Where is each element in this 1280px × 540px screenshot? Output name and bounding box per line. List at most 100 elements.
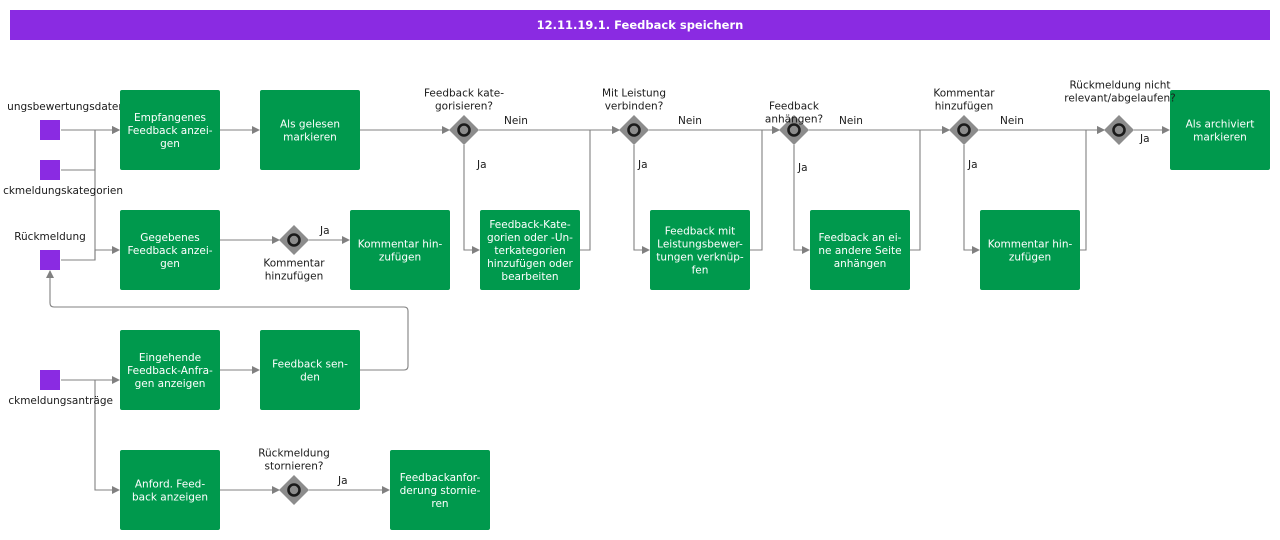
task-label: Feedback sen-den	[272, 359, 348, 384]
label-line: hinzufügen	[935, 101, 994, 113]
label-line: Feedbackanfor-	[400, 472, 481, 484]
label-line: Rückmeldung nicht	[1069, 80, 1170, 92]
task-kommentar-hinzufuegen-2[interactable]: Kommentar hin-zufügen	[980, 210, 1080, 290]
label-line: Empfangenes	[134, 112, 206, 124]
label-line: verbinden?	[605, 101, 664, 113]
task-box[interactable]	[810, 210, 910, 290]
data-object-rueckmeldung[interactable]	[40, 250, 60, 270]
task-label: Kommentar hin-zufügen	[988, 239, 1073, 264]
task-box[interactable]	[390, 450, 490, 530]
label-line: Kommentar	[263, 258, 325, 270]
flow-t5-g2	[580, 126, 620, 251]
task-anforderung-stornieren[interactable]: Feedbackanfor-derung stornie-ren	[390, 450, 490, 530]
task-box[interactable]	[120, 90, 220, 170]
task-box[interactable]	[120, 450, 220, 530]
label-line: gorisieren?	[435, 101, 493, 113]
flow-t7-g4	[910, 126, 950, 251]
task-box[interactable]	[120, 210, 220, 290]
label-line: markieren	[1193, 132, 1247, 144]
task-feedback-senden[interactable]: Feedback sen-den	[260, 330, 360, 410]
label-line: hinzufügen	[265, 271, 324, 283]
task-box[interactable]	[1170, 90, 1270, 170]
label-line: den	[300, 372, 320, 384]
task-kategorien-bearbeiten[interactable]: Feedback-Kate-gorien oder -Un-terkategor…	[480, 210, 580, 290]
flow-g1-t5-yes	[463, 145, 480, 254]
task-label: Feedbackanfor-derung stornie-ren	[400, 472, 481, 510]
label-line: fen	[692, 265, 709, 277]
data-object-antraege[interactable]	[40, 370, 60, 390]
gateway-circle-icon	[627, 123, 641, 137]
label-g6-yes: Ja	[319, 225, 330, 237]
data-object-kategorien[interactable]	[40, 160, 60, 180]
gateway-circle-icon	[957, 123, 971, 137]
data-object-label: ckmeldungskategorien	[3, 185, 123, 197]
label-line: Feedback	[769, 101, 820, 113]
label-line: zufügen	[1009, 252, 1051, 264]
label-line: ren	[431, 498, 448, 510]
label-line: Anford. Feed-	[135, 479, 205, 491]
label-line: Feedback anzei-	[127, 245, 212, 257]
gateway-kategorisieren[interactable]: Feedback kate-gorisieren?	[424, 88, 504, 146]
gateway-circle-icon	[457, 123, 471, 137]
label-g7-yes: Ja	[337, 475, 348, 487]
flow-g3-t7-yes	[793, 145, 810, 254]
label-line: Kommentar hin-	[358, 239, 443, 251]
flow-g2-t6-yes	[633, 145, 650, 254]
task-anford-feedback[interactable]: Anford. Feed-back anzeigen	[120, 450, 220, 530]
label-line: anhängen?	[765, 114, 823, 126]
label-line: Feedback mit	[665, 226, 736, 238]
gateway-label: Feedback kate-gorisieren?	[424, 88, 504, 113]
label-line: gen anzeigen	[135, 378, 206, 390]
data-object-label: Rückmeldung	[14, 231, 86, 243]
task-box[interactable]	[480, 210, 580, 290]
task-box[interactable]	[260, 90, 360, 170]
data-object-label: ckmeldungsanträge	[8, 395, 113, 407]
label-line: zufügen	[379, 252, 421, 264]
label-g4-yes: Ja	[967, 159, 978, 171]
task-box[interactable]	[120, 330, 220, 410]
task-box[interactable]	[650, 210, 750, 290]
task-box[interactable]	[980, 210, 1080, 290]
label-line: Rückmeldung	[258, 448, 330, 460]
label-line: relevant/abgelaufen?	[1064, 93, 1176, 105]
label-line: Kommentar	[933, 88, 995, 100]
task-kommentar-hinzufuegen-1[interactable]: Kommentar hin-zufügen	[350, 210, 450, 290]
label-line: Mit Leistung	[602, 88, 666, 100]
data-object-ungsbewertungsdaten[interactable]	[40, 120, 60, 140]
label-line: Feedback an ei-	[819, 232, 902, 244]
task-box[interactable]	[260, 330, 360, 410]
label-g1-no: Nein	[504, 115, 528, 127]
task-box[interactable]	[350, 210, 450, 290]
task-label: Kommentar hin-zufügen	[358, 239, 443, 264]
label-line: gen	[160, 138, 180, 150]
task-label: Feedback-Kate-gorien oder -Un-terkategor…	[487, 219, 573, 283]
label-g3-yes: Ja	[797, 162, 808, 174]
label-g3-no: Nein	[839, 115, 863, 127]
flow-g4-t8-yes	[963, 145, 980, 254]
gateway-circle-icon	[287, 483, 301, 497]
label-g1-yes: Ja	[476, 159, 487, 171]
